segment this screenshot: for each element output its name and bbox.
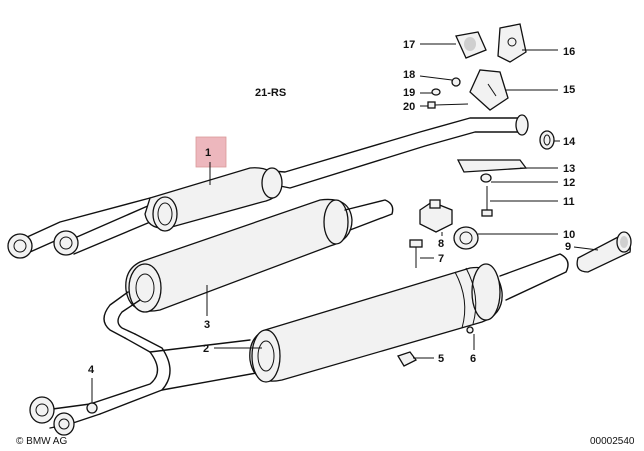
gasket-ring-part-10[interactable] — [453, 226, 479, 250]
callout-17[interactable]: 17 — [403, 39, 415, 51]
callout-14[interactable]: 14 — [563, 136, 576, 148]
callout-10[interactable]: 10 — [563, 229, 575, 241]
callout-19[interactable]: 19 — [403, 87, 415, 99]
tail-tip-part-9[interactable] — [576, 231, 632, 273]
hanger-clip-part-16[interactable] — [497, 23, 527, 63]
callout-16[interactable]: 16 — [563, 46, 575, 58]
washer-part-12[interactable] — [480, 173, 492, 183]
copyright-notice: © BMW AG — [16, 436, 67, 447]
callout-15[interactable]: 15 — [563, 84, 575, 96]
callout-6[interactable]: 6 — [470, 353, 476, 365]
image-number: 00002540 — [590, 436, 635, 447]
model-code: 21-RS — [255, 87, 286, 99]
callout-3[interactable]: 3 — [204, 319, 210, 331]
nut-part-18[interactable] — [451, 77, 461, 87]
callout-4[interactable]: 4 — [88, 364, 95, 376]
clamp-part-6[interactable] — [466, 326, 474, 334]
y-pipe-part-4[interactable] — [29, 333, 263, 436]
hanger-bracket-part-15[interactable] — [469, 69, 509, 111]
callout-20[interactable]: 20 — [403, 101, 415, 113]
seal-ring-part-14[interactable] — [539, 130, 555, 150]
callout-11[interactable]: 11 — [563, 196, 575, 208]
callout-9[interactable]: 9 — [565, 241, 571, 253]
callout-1[interactable]: 1 — [205, 147, 211, 159]
bolt-part-20[interactable] — [427, 101, 469, 109]
bolt-part-7[interactable] — [409, 239, 423, 268]
callout-18[interactable]: 18 — [403, 69, 415, 81]
washer-part-19[interactable] — [431, 88, 441, 96]
center-muffler-part-3[interactable] — [103, 198, 394, 339]
rear-muffler-part-2[interactable] — [249, 253, 569, 383]
bolt-part-11[interactable] — [481, 186, 493, 217]
bracket-part-13[interactable] — [456, 159, 528, 173]
callout-5[interactable]: 5 — [438, 353, 444, 365]
rubber-block-part-8[interactable] — [419, 199, 453, 233]
part-1-highlight — [195, 136, 227, 168]
rubber-mount-part-5[interactable] — [397, 351, 417, 367]
rubber-bushing-part-17[interactable] — [455, 31, 487, 59]
callout-2[interactable]: 2 — [203, 343, 209, 355]
front-pipe-part-1[interactable] — [7, 114, 529, 259]
callout-7[interactable]: 7 — [438, 253, 444, 265]
callout-13[interactable]: 13 — [563, 163, 575, 175]
callout-8[interactable]: 8 — [438, 238, 444, 250]
callout-12[interactable]: 12 — [563, 177, 575, 189]
